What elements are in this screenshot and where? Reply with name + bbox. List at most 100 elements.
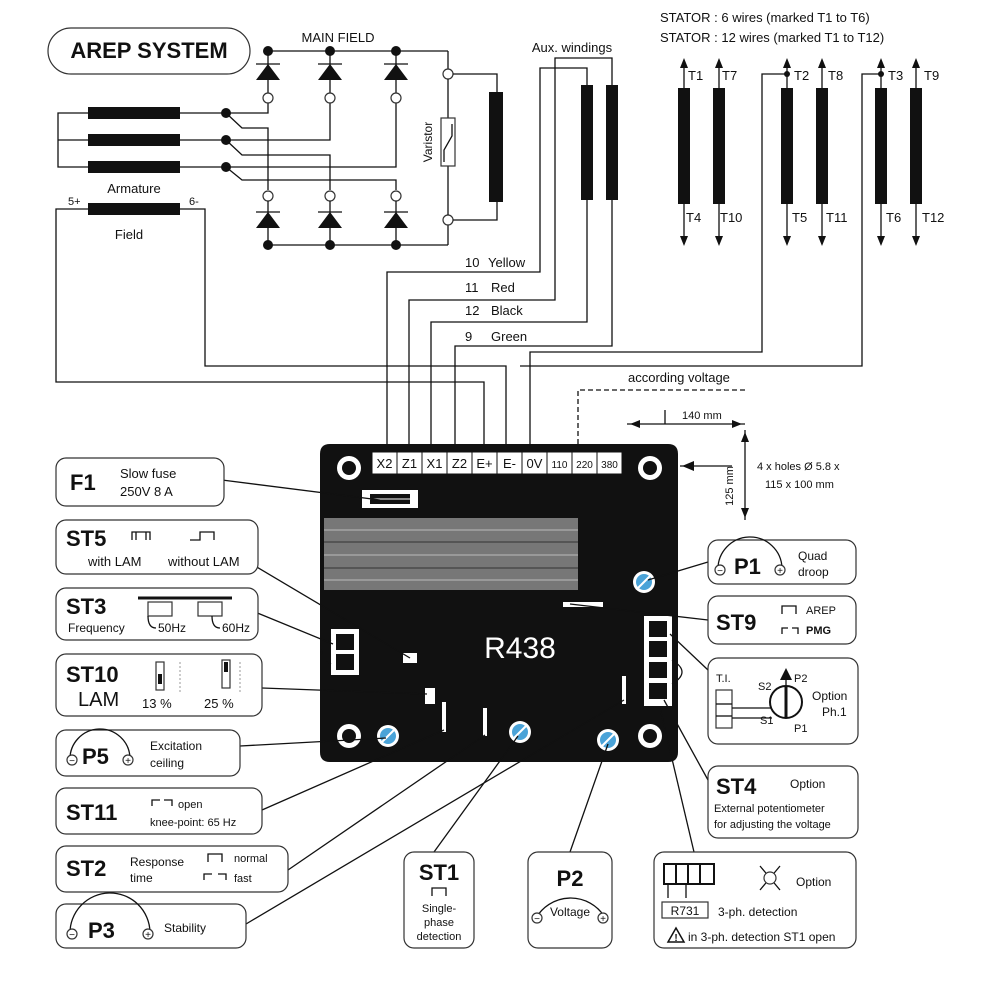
stator-note-6: STATOR : 6 wires (marked T1 to T6) [660,10,870,25]
stator-coil [875,88,887,204]
st3-label: Frequency [68,621,125,635]
aux-windings-label: Aux. windings [532,40,613,55]
st3-60hz: 60Hz [222,621,250,635]
f1-line1: Slow fuse [120,466,176,481]
terminal-x1: X1 [427,456,443,471]
st5-callout: ST5 with LAM without LAM [55,519,259,575]
stator-t9: T9 [924,68,939,83]
p5-line2: ceiling [150,756,184,770]
st2-code: ST2 [66,856,106,881]
st2-line1: Response [130,855,184,869]
st1-line2: phase [424,917,454,929]
field-label: Field [115,227,143,242]
p2-code: P2 [557,866,584,891]
st10-callout: ST10 LAM 13 % 25 % [55,653,263,717]
ti-ph: Ph.1 [822,705,847,719]
st1-line3: detection [417,931,462,943]
wire-9-num: 9 [465,329,472,344]
st11-code: ST11 [66,800,117,825]
st4-callout: ST4 Option External potentiometer for ad… [707,765,859,839]
p3-code: P3 [88,918,115,943]
armature [57,103,397,190]
st9-code: ST9 [716,610,756,635]
arrow-down-icon [818,236,826,246]
armature-label: Armature [107,181,160,196]
svg-text:+: + [777,566,783,577]
st11-knee: knee-point: 65 Hz [150,817,236,829]
terminal-220: 220 [576,460,593,471]
st3-callout: ST3 Frequency 50Hz 60Hz [55,587,259,641]
title-box [47,27,251,75]
stator-t10: T10 [720,210,742,225]
st9-arep: AREP [806,605,836,617]
r731-option: Option [796,875,831,889]
st10-label: LAM [78,689,119,711]
r731-code: R731 [671,904,700,918]
r731-callout: Option R731 3-ph. detection ! in 3-ph. d… [653,851,857,949]
p3-callout: − + P3 Stability [55,892,247,949]
p5-code: P5 [82,744,109,769]
stator-t12: T12 [922,210,944,225]
st1-code: ST1 [419,860,459,885]
st2-callout: ST2 Response time normal fast [55,845,289,893]
stator-coil [781,88,793,204]
arrow-down-icon [877,236,885,246]
stator-t6: T6 [886,210,901,225]
p5-callout: − + P5 Excitation ceiling [55,728,241,777]
r731-warning: in 3-ph. detection ST1 open [688,930,835,944]
varistor-label: Varistor [421,122,435,162]
stator-t1: T1 [688,68,703,83]
stator-t8: T8 [828,68,843,83]
diode-bridge [256,46,503,250]
title-text: AREP SYSTEM [70,38,227,63]
wire-black: Black [491,303,523,318]
terminal-z2: Z2 [452,456,467,471]
r731-label: 3-ph. detection [718,905,797,919]
svg-text:−: − [534,914,540,925]
terminal-z1: Z1 [402,456,417,471]
arrow-up-icon [818,58,826,68]
arrow-up-icon [912,58,920,68]
st5-code: ST5 [66,526,106,551]
terminal-eminus: E- [503,456,516,471]
p1-code: P1 [734,554,761,579]
terminal-0v: 0V [527,456,543,471]
p1-callout: − + P1 Quad droop [707,536,857,585]
st11-callout: ST11 open knee-point: 65 Hz [55,787,263,835]
ti-label: T.I. [716,673,731,685]
main-field-label: MAIN FIELD [302,30,375,45]
svg-text:!: ! [674,933,677,944]
dim-width: 140 mm [682,410,722,422]
terminal-380: 380 [601,460,618,471]
st9-pmg: PMG [806,625,831,637]
stator-note-12: STATOR : 12 wires (marked T1 to T12) [660,30,884,45]
p2-callout: P2 − + Voltage [527,851,613,949]
st5-without: without LAM [167,554,240,569]
model-label: R438 [484,632,556,665]
p5-line1: Excitation [150,739,202,753]
wire-red: Red [491,280,515,295]
stator-t4: T4 [686,210,701,225]
arrow-down-icon [715,236,723,246]
holes-line-2: 115 x 100 mm [765,479,834,491]
st3-50hz: 50Hz [158,621,186,635]
st4-code: ST4 [716,774,757,799]
stator-t11: T11 [826,210,847,225]
stator-t3: T3 [888,68,903,83]
st10-code: ST10 [66,662,119,687]
arrow-down-icon [912,236,920,246]
p1-line1: Quad [798,549,827,563]
wire-yellow: Yellow [488,255,526,270]
wire-12-num: 12 [465,303,479,318]
ti-p2: P2 [794,673,807,685]
arrow-down-icon [783,236,791,246]
arrow-down-icon [680,236,688,246]
st4-option: Option [790,777,825,791]
st9-callout: ST9 AREP PMG [707,595,857,645]
st1-callout: ST1 Single- phase detection [403,851,475,949]
field-winding [55,203,507,452]
svg-text:−: − [717,566,723,577]
terminal-eplus: E+ [476,456,492,471]
